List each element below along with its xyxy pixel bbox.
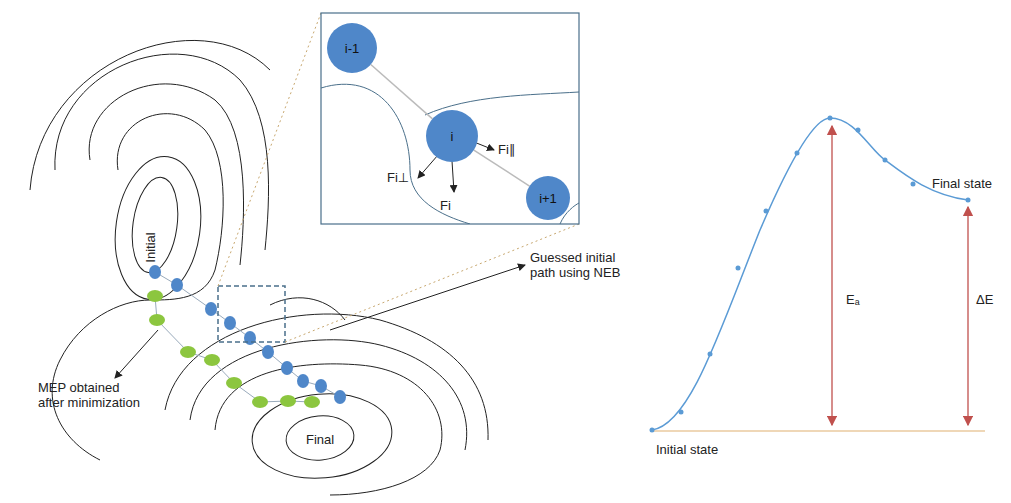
image-index: i+1	[539, 191, 557, 206]
energy-label: ΔE	[976, 292, 993, 307]
image-circle: i	[426, 110, 478, 162]
image-index: i	[451, 129, 454, 144]
state-label: Initial	[142, 232, 157, 262]
state-label: Final state	[932, 176, 992, 191]
force-label: Fi∥	[498, 142, 515, 157]
annotation: MEP obtained after minimization	[38, 380, 148, 410]
image-circle: i-1	[327, 23, 377, 73]
force-label: Fi⊥	[387, 170, 409, 185]
image-circle: i+1	[526, 176, 570, 220]
path-segment	[371, 65, 433, 119]
state-label: Initial state	[656, 442, 718, 457]
force-label: Fi	[440, 198, 451, 213]
state-label: Final	[306, 432, 334, 447]
energy-label: Eₐ	[846, 292, 860, 307]
image-index: i-1	[345, 41, 359, 56]
annotation: Guessed initial path using NEB	[530, 250, 630, 280]
